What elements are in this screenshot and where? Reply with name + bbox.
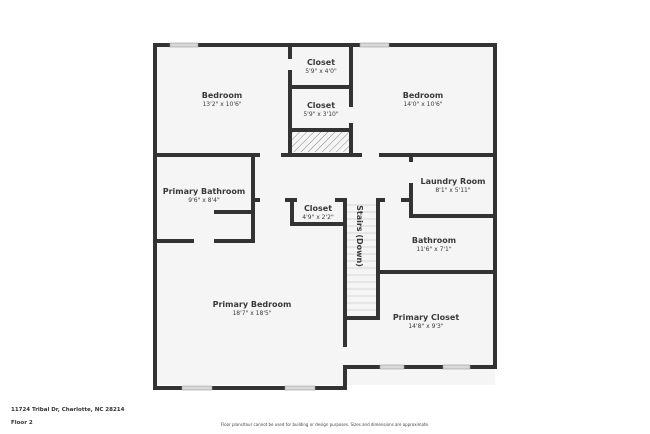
room-closet-top: Closet 5'9" x 4'0" xyxy=(305,58,337,75)
room-bathroom: Bathroom 11'6" x 7'1" xyxy=(412,236,456,253)
room-name: Bedroom xyxy=(403,91,444,100)
room-name: Primary Bathroom xyxy=(163,187,246,196)
room-bedroom-left: Bedroom 13'2" x 10'6" xyxy=(202,91,243,108)
room-closet-hall: Closet 4'9" x 2'2" xyxy=(302,204,334,221)
room-closet-mid: Closet 5'9" x 3'10" xyxy=(303,101,339,118)
room-stairs: Stairs (Down) xyxy=(355,205,364,267)
room-name: Laundry Room xyxy=(420,177,485,186)
stairs-label: Stairs (Down) xyxy=(355,205,364,267)
room-name: Primary Closet xyxy=(393,313,460,322)
room-dims: 14'8" x 9'3" xyxy=(408,323,444,330)
room-dims: 9'6" x 8'4" xyxy=(188,197,220,204)
stairs-treads xyxy=(347,204,376,311)
room-dims: 14'0" x 10'6" xyxy=(403,101,442,108)
room-name: Closet xyxy=(307,101,335,110)
room-dims: 4'9" x 2'2" xyxy=(302,214,334,221)
room-name: Closet xyxy=(307,58,335,67)
room-name: Primary Bedroom xyxy=(213,300,292,309)
room-dims: 11'6" x 7'1" xyxy=(416,246,452,253)
room-name: Closet xyxy=(304,204,332,213)
room-dims: 18'7" x 18'5" xyxy=(232,310,271,317)
room-name: Bathroom xyxy=(412,236,456,245)
room-primary-bedroom: Primary Bedroom 18'7" x 18'5" xyxy=(213,300,292,317)
room-name: Bedroom xyxy=(202,91,243,100)
property-address: 11724 Tribal Dr, Charlotte, NC 28214 xyxy=(11,407,125,413)
room-laundry: Laundry Room 8'1" x 5'11" xyxy=(420,177,485,194)
room-dims: 8'1" x 5'11" xyxy=(435,187,471,194)
disclaimer: Floor plans/tour cannot be used for buil… xyxy=(220,422,430,427)
room-dims: 5'9" x 4'0" xyxy=(305,68,337,75)
room-bedroom-right: Bedroom 14'0" x 10'6" xyxy=(403,91,444,108)
room-dims: 13'2" x 10'6" xyxy=(202,101,241,108)
room-primary-closet: Primary Closet 14'8" x 9'3" xyxy=(393,313,460,330)
room-primary-bathroom: Primary Bathroom 9'6" x 8'4" xyxy=(163,187,246,204)
room-dims: 5'9" x 3'10" xyxy=(303,111,339,118)
windows xyxy=(169,42,471,391)
walls xyxy=(153,43,497,390)
hatched-chase xyxy=(292,132,350,152)
floor-label: Floor 2 xyxy=(11,420,33,426)
